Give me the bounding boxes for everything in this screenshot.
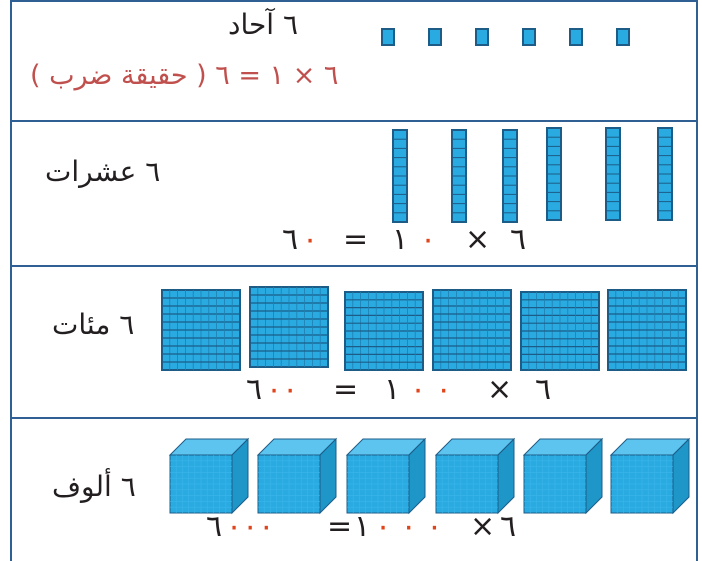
eq-factor-zeros: ٠ ٠ ٠ bbox=[375, 509, 442, 544]
thousand-cube bbox=[258, 439, 336, 513]
thousand-cube bbox=[524, 439, 602, 513]
eq-result-zeros: ٠٠٠ bbox=[226, 509, 274, 544]
eq-left: ٦ bbox=[500, 509, 516, 544]
eq-equals: = bbox=[327, 509, 352, 544]
thousand-cube bbox=[436, 439, 514, 513]
thousand-cube bbox=[611, 439, 689, 513]
thousand-cube bbox=[170, 439, 248, 513]
eq-result-digit: ٦ bbox=[206, 509, 222, 544]
eq-times: × bbox=[470, 509, 495, 544]
thousand-cube bbox=[347, 439, 425, 513]
eq-factor: ١ bbox=[354, 509, 370, 544]
